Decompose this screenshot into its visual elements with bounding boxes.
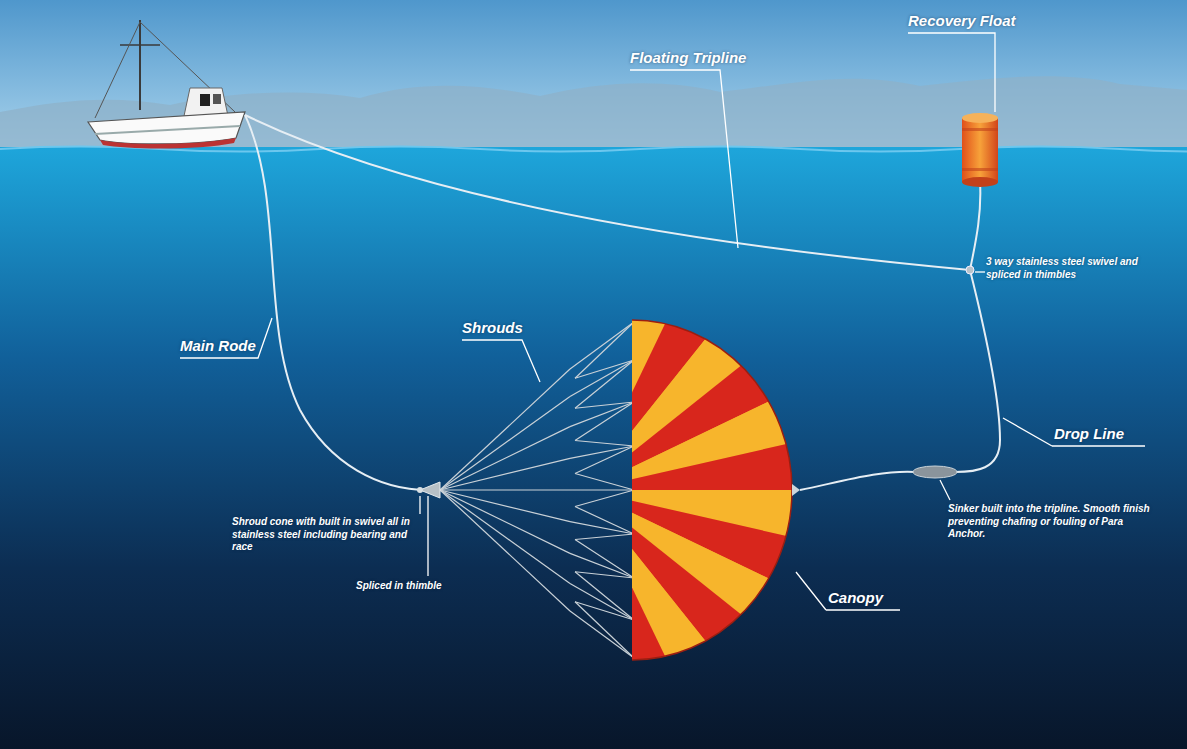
float-line [970, 182, 980, 270]
canopy-gore [585, 490, 656, 749]
shroud-line [570, 584, 634, 620]
shroud-line [575, 474, 634, 491]
shroud-line [575, 446, 634, 474]
shroud-line [575, 602, 634, 658]
shroud-line [570, 522, 634, 534]
sky [0, 0, 1187, 150]
three-way-swivel [966, 266, 974, 274]
shroud-line [575, 441, 634, 447]
canopy-gore [585, 490, 724, 749]
canopy-gore [585, 490, 785, 749]
shroud-line [575, 572, 634, 578]
shroud-line [440, 489, 570, 490]
shroud-lines [440, 322, 634, 658]
shroud-line [440, 490, 570, 553]
part-label: Shrouds [462, 319, 523, 336]
canopy-shape [585, 170, 905, 749]
shroud-line [575, 572, 634, 620]
part-label: Main Rode [180, 337, 256, 354]
shroud-line [440, 490, 570, 584]
callout-note: Shroud cone with built in swivel all in … [232, 516, 424, 554]
floating-tripline-line [245, 115, 970, 270]
shroud-line [440, 396, 570, 490]
recovery-float [962, 113, 998, 187]
shroud-line [570, 611, 634, 658]
shroud-line [575, 490, 634, 507]
shroud-line [440, 490, 570, 522]
callout-note: Sinker built into the tripline. Smooth f… [948, 503, 1153, 541]
part-label: Floating Tripline [630, 49, 746, 66]
part-label: Drop Line [1054, 425, 1124, 442]
shroud-line [440, 490, 570, 611]
tripline-to-canopy [800, 472, 915, 490]
shroud-cone [417, 482, 440, 498]
shroud-line [440, 427, 570, 490]
part-label: Recovery Float [908, 12, 1016, 29]
canopy-skirt [632, 320, 798, 660]
shroud-line [440, 458, 570, 490]
callout-note: Spliced in thimble [356, 580, 442, 591]
main-rode-line [245, 115, 428, 490]
part-label: Canopy [828, 589, 883, 606]
shroud-line [575, 402, 634, 441]
shroud-line [575, 534, 634, 540]
sinker [913, 466, 957, 478]
shroud-line [570, 446, 634, 458]
fishing-boat [88, 20, 245, 149]
shroud-line [575, 360, 634, 378]
sea [0, 147, 1187, 749]
shroud-line [570, 360, 634, 396]
drop-line [955, 270, 1000, 472]
shroud-line [575, 507, 634, 535]
canopy-gore [585, 490, 835, 740]
shroud-line [575, 322, 634, 378]
canopy-gore [585, 419, 905, 490]
shroud-line [570, 322, 634, 369]
shroud-line [440, 369, 570, 490]
canopy-edge [632, 320, 792, 660]
callout-note: 3 way stainless steel swivel and spliced… [986, 256, 1161, 281]
distant-hills [0, 76, 1187, 150]
canopy-vent-swivel [792, 484, 800, 496]
shroud-line [570, 489, 634, 490]
shroud-line [575, 540, 634, 579]
shroud-line [575, 360, 634, 408]
